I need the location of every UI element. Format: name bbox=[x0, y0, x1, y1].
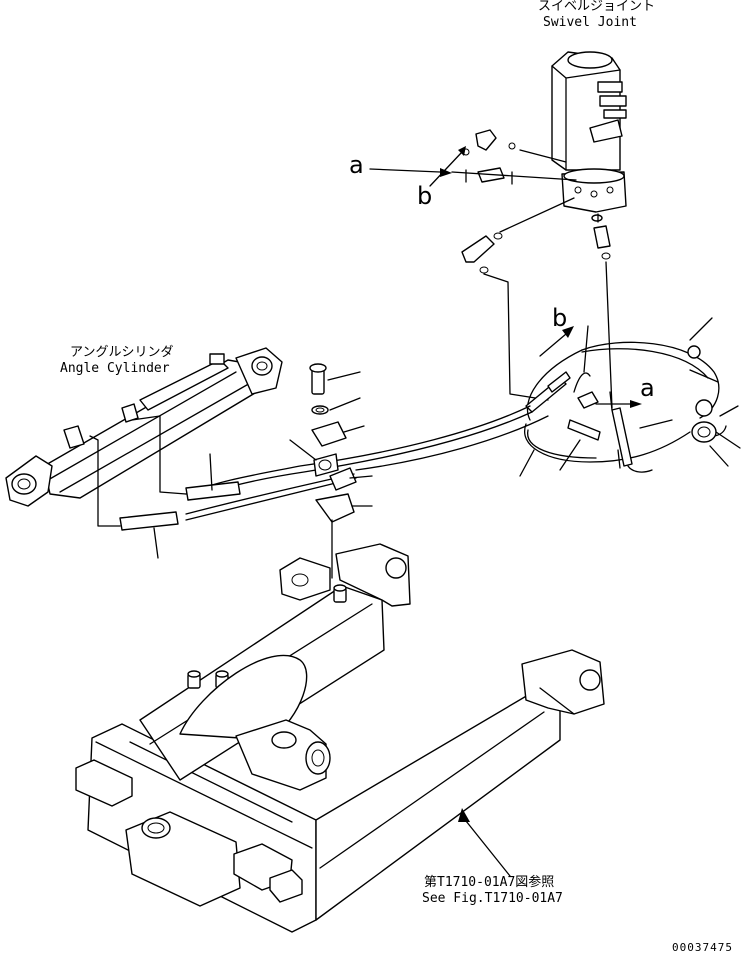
marker-a-left: a bbox=[349, 151, 364, 179]
reference-label-jp: 第T1710-01A7図参照 bbox=[424, 875, 555, 890]
angle-cylinder-label-en: Angle Cylinder bbox=[60, 361, 170, 376]
reference-label-en: See Fig.T1710-01A7 bbox=[422, 891, 563, 906]
hardware bbox=[289, 363, 373, 579]
swivel-joint-label-en: Swivel Joint bbox=[543, 15, 637, 30]
marker-b-left: b bbox=[417, 182, 433, 210]
angle-cylinder-label-jp: アングルシリンダ bbox=[70, 345, 174, 360]
marker-a-right: a bbox=[640, 374, 655, 402]
marker-b-right: b bbox=[552, 304, 568, 332]
main-hoses bbox=[185, 405, 549, 521]
swivel-joint-label-jp: スイベルジョイント bbox=[538, 0, 656, 14]
angle-cylinder bbox=[5, 347, 283, 559]
swivel-joint bbox=[551, 51, 627, 222]
swivel-leader-lines bbox=[369, 146, 613, 409]
swivel-fittings bbox=[461, 129, 611, 274]
drawing-code: 00037475 bbox=[672, 941, 733, 954]
frame bbox=[75, 543, 605, 933]
right-hose-assembly bbox=[519, 317, 741, 477]
